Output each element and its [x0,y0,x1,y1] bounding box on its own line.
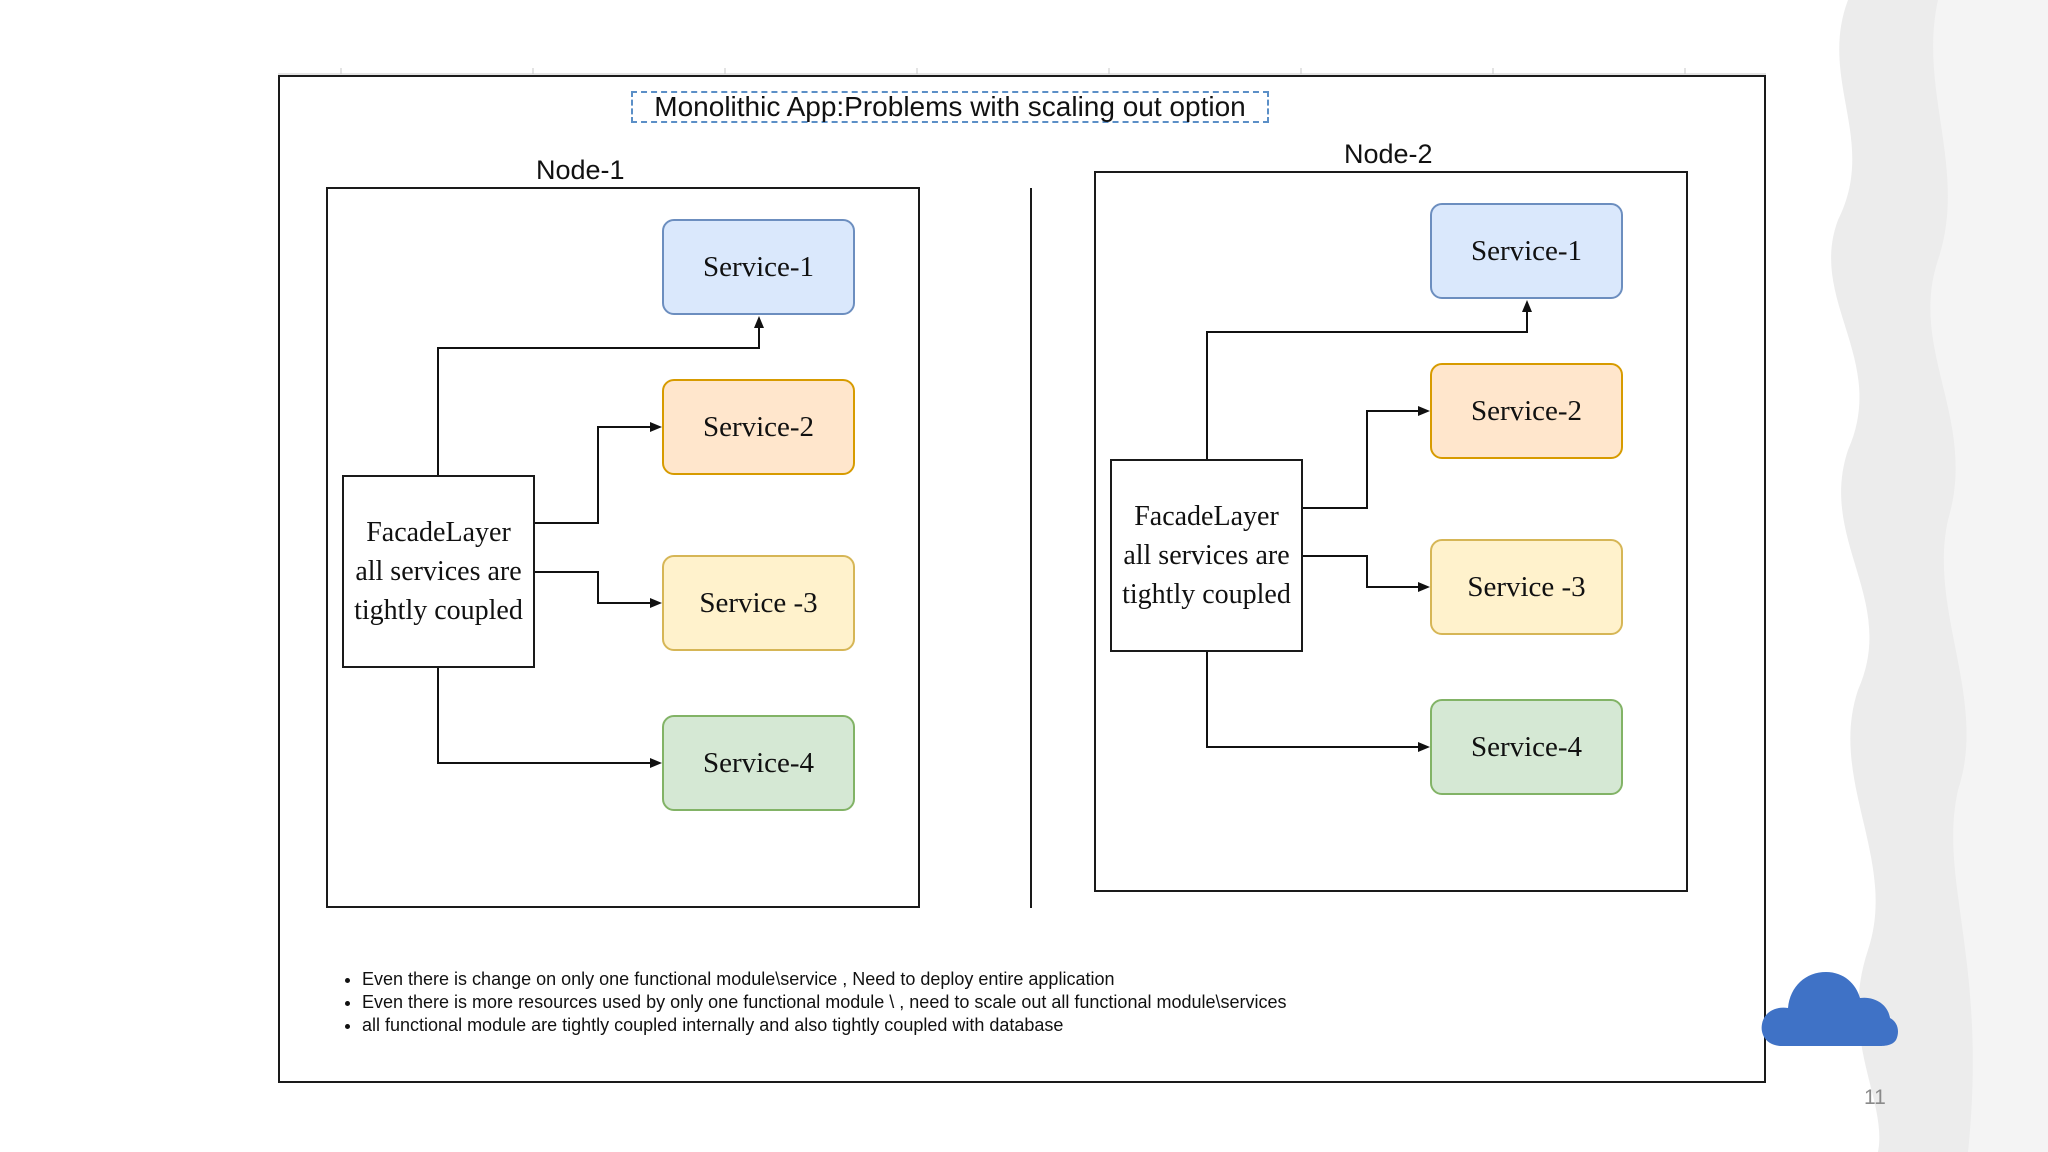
node-1-box [326,187,920,908]
background-texture [1831,0,2048,1152]
facade-line-1: FacadeLayer [366,517,511,548]
node-2-box [1094,171,1688,892]
node-1-service-2: Service-2 [662,379,855,475]
node-1-service-1: Service-1 [662,219,855,315]
node-2-service-4: Service-4 [1430,699,1623,795]
facade-line-2: all services are [1123,540,1290,571]
diagram-title: Monolithic App:Problems with scaling out… [631,91,1269,123]
note-item: Even there is more resources used by onl… [362,991,1287,1014]
node-divider [1030,188,1032,908]
notes-list: Even there is change on only one functio… [336,968,1287,1037]
facade-line-3: tightly coupled [354,595,523,626]
node-2-service-2: Service-2 [1430,363,1623,459]
node-1-service-3: Service -3 [662,555,855,651]
node-1-label: Node-1 [536,155,625,185]
facade-line-3: tightly coupled [1122,579,1291,610]
note-item: Even there is change on only one functio… [362,968,1287,991]
node-2-service-1: Service-1 [1430,203,1623,299]
node-1-service-4: Service-4 [662,715,855,811]
node-2-facade-layer: FacadeLayer all services are tightly cou… [1110,459,1303,652]
ruler-strip [278,62,1766,75]
facade-line-1: FacadeLayer [1134,501,1279,532]
node-2-label: Node-2 [1344,139,1433,169]
facade-line-2: all services are [355,556,522,587]
note-item: all functional module are tightly couple… [362,1014,1287,1037]
cloud-icon [1761,972,1898,1046]
node-2-service-3: Service -3 [1430,539,1623,635]
node-1-facade-layer: FacadeLayer all services are tightly cou… [342,475,535,668]
page-number: 11 [1864,1086,1886,1109]
